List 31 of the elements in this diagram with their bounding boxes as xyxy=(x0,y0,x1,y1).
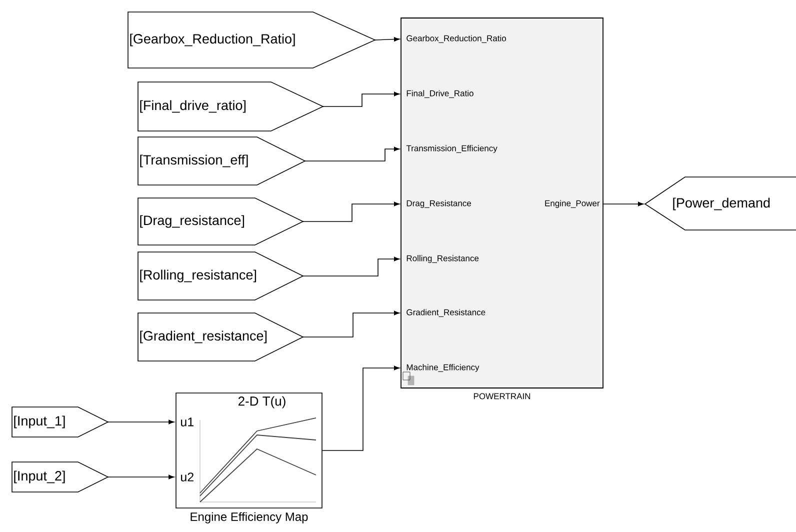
port-label: Engine_Power xyxy=(545,200,600,208)
port-label: Rolling_Resistance xyxy=(406,255,479,263)
port-label: Transmission_Efficiency xyxy=(406,145,498,153)
port-label: Gradient_Resistance xyxy=(406,309,486,317)
port-label: Final_Drive_Ratio xyxy=(406,90,474,98)
from-tag: [Input_2] xyxy=(12,462,109,492)
port-label: Machine_Efficiency xyxy=(406,364,480,372)
arrow xyxy=(603,202,644,206)
from-tag: [Rolling_resistance] xyxy=(138,252,304,300)
from-tag: [Drag_resistance] xyxy=(138,198,304,246)
port-label: Gearbox_Reduction_Ratio xyxy=(406,35,506,43)
arrow xyxy=(304,146,400,162)
goto-tag: [Power_demand xyxy=(644,176,796,230)
block-caption: POWERTRAIN xyxy=(474,393,530,400)
arrow xyxy=(322,92,400,107)
port-label: Drag_Resistance xyxy=(406,200,471,208)
from-tag: [Gradient_resistance] xyxy=(138,312,304,362)
from-tag: [Final_drive_ratio] xyxy=(138,82,324,132)
arrow xyxy=(302,310,400,338)
arrow xyxy=(374,37,400,42)
from-tag: [Transmission_eff] xyxy=(138,136,306,186)
block-caption: Engine Efficiency Map xyxy=(190,512,308,524)
arrow xyxy=(108,474,174,480)
arrow xyxy=(302,202,400,222)
arrow xyxy=(108,420,174,424)
from-tag: [Input_1] xyxy=(12,406,109,438)
arrow xyxy=(302,256,400,276)
port-label: u2 xyxy=(181,472,194,482)
port-label: u1 xyxy=(181,418,194,426)
arrow xyxy=(322,366,400,451)
from-tag: [Gearbox_Reduction_Ratio] xyxy=(128,12,376,68)
